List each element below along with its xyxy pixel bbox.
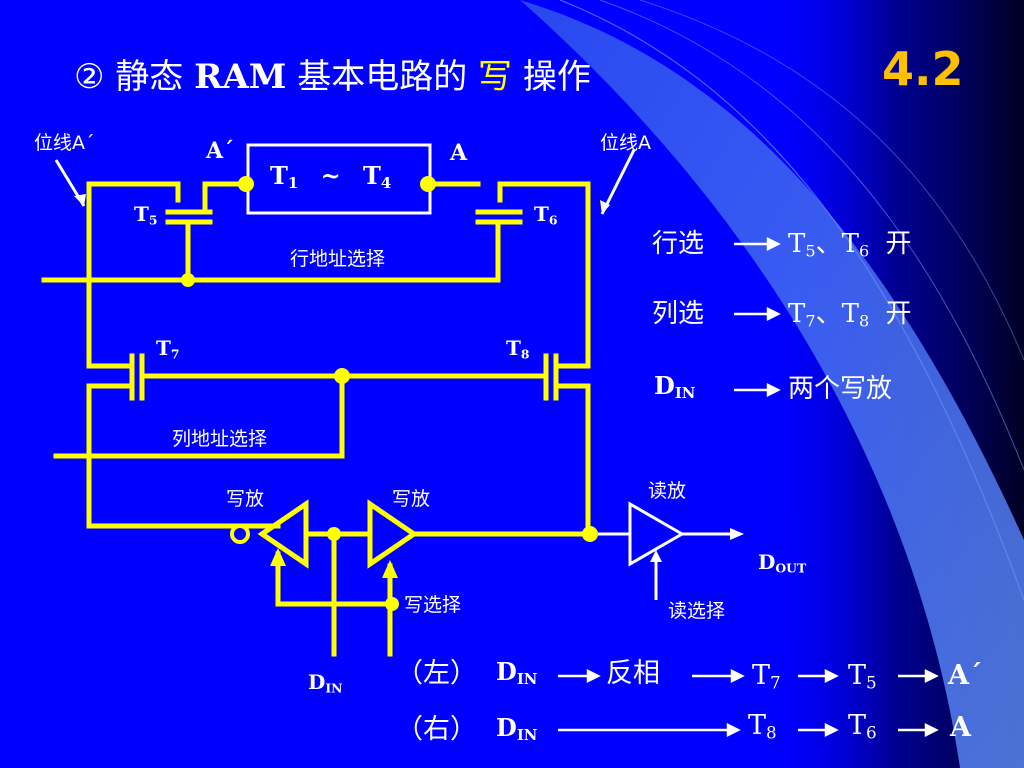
write-select-bus	[275, 551, 393, 607]
arc-line-2	[599, 0, 1024, 471]
section-number: 4.2	[882, 42, 964, 96]
cell-t1: T	[270, 161, 288, 190]
din-junction-dot	[327, 527, 341, 541]
bitline-left	[86, 181, 181, 369]
write-left-dot	[230, 524, 250, 544]
cell-t1-sub: 1	[287, 174, 299, 193]
flow-right-t8: T8	[748, 710, 777, 743]
write-amp-left	[257, 499, 309, 569]
col-select-label: 列地址选择	[172, 428, 268, 450]
cell-t4-sub: 4	[380, 174, 392, 193]
title-highlight: 写	[478, 57, 513, 97]
write-select-label: 写选择	[404, 594, 462, 616]
slide-title: ② 静态 RAM 基本电路的 写 操作	[74, 60, 591, 94]
bitline-right-pointer	[600, 149, 636, 215]
write-amp-right-label: 写放	[392, 488, 431, 510]
flow-right-tag: （右）	[396, 714, 477, 745]
flow-left-tag: （左）	[396, 658, 477, 689]
note-col-text: 列选	[652, 299, 705, 329]
cell-tilde: ~	[320, 161, 341, 190]
node-a-label: A	[450, 140, 468, 166]
t8-label: T8	[506, 336, 530, 362]
read-in-dot	[582, 526, 598, 542]
flow-right-end: A	[950, 712, 971, 743]
note-din-text: 两个写放	[788, 374, 893, 404]
write-amp-right	[367, 499, 419, 569]
node-a-prime-label: A´	[206, 138, 235, 164]
bitline-right-arrowhead	[600, 200, 610, 214]
write-left-arrowhead	[270, 548, 286, 566]
node-a-dot	[420, 176, 436, 192]
flow-left-t7: T7	[752, 660, 781, 693]
flow-left-t5: T5	[848, 660, 877, 693]
cell-label: T1 ~ T4	[270, 161, 391, 191]
light-arc-shape	[520, 0, 1024, 768]
arc-line-1	[559, 0, 1024, 601]
read-select-label: 读选择	[668, 600, 726, 622]
bitline-left-label: 位线A´	[34, 132, 95, 154]
bitline-left-arrowhead	[74, 194, 86, 206]
t7-label: T7	[156, 336, 180, 362]
flow-left-invert: 反相	[606, 658, 660, 689]
write-right-arrowhead	[382, 560, 398, 578]
write-select-dot	[385, 597, 399, 611]
title-suffix: 操作	[522, 57, 591, 97]
bitline-right-label: 位线A	[600, 132, 651, 154]
read-select-arrowhead	[650, 550, 662, 562]
title-middle: 基本电路的	[297, 57, 468, 97]
t5-label: T5	[134, 202, 158, 228]
t6-label: T6	[534, 202, 558, 228]
col-select-drop	[53, 373, 345, 459]
bitline-right-lower	[553, 383, 591, 537]
read-amp-label: 读放	[648, 480, 687, 502]
title-prefix: ② 静态	[74, 57, 184, 97]
dout-arrowhead	[730, 528, 744, 540]
note-din-label: DIN	[654, 371, 696, 403]
flow-left-din: DIN	[496, 657, 538, 689]
flow-right-din: DIN	[496, 713, 538, 745]
note-row-result: T5、T6 开	[788, 229, 912, 261]
flow-right-t6: T6	[848, 710, 877, 743]
dout-label: DOUT	[758, 550, 807, 576]
row-select-label: 行地址选择	[290, 248, 386, 270]
node-a-prime-dot	[238, 176, 254, 192]
title-ram: RAM	[194, 57, 287, 97]
flow-left-end: A´	[948, 660, 983, 691]
bitline-right	[497, 181, 591, 369]
note-col-result: T7、T8 开	[788, 299, 912, 331]
arc-line-3	[639, 0, 1024, 361]
col-select-dot	[334, 368, 350, 384]
write-amp-left-label: 写放	[226, 488, 265, 510]
din-label: DIN	[308, 670, 343, 696]
note-row-text: 行选	[652, 229, 705, 259]
cell-t4: T	[363, 161, 381, 190]
row-select-dot	[181, 273, 195, 287]
